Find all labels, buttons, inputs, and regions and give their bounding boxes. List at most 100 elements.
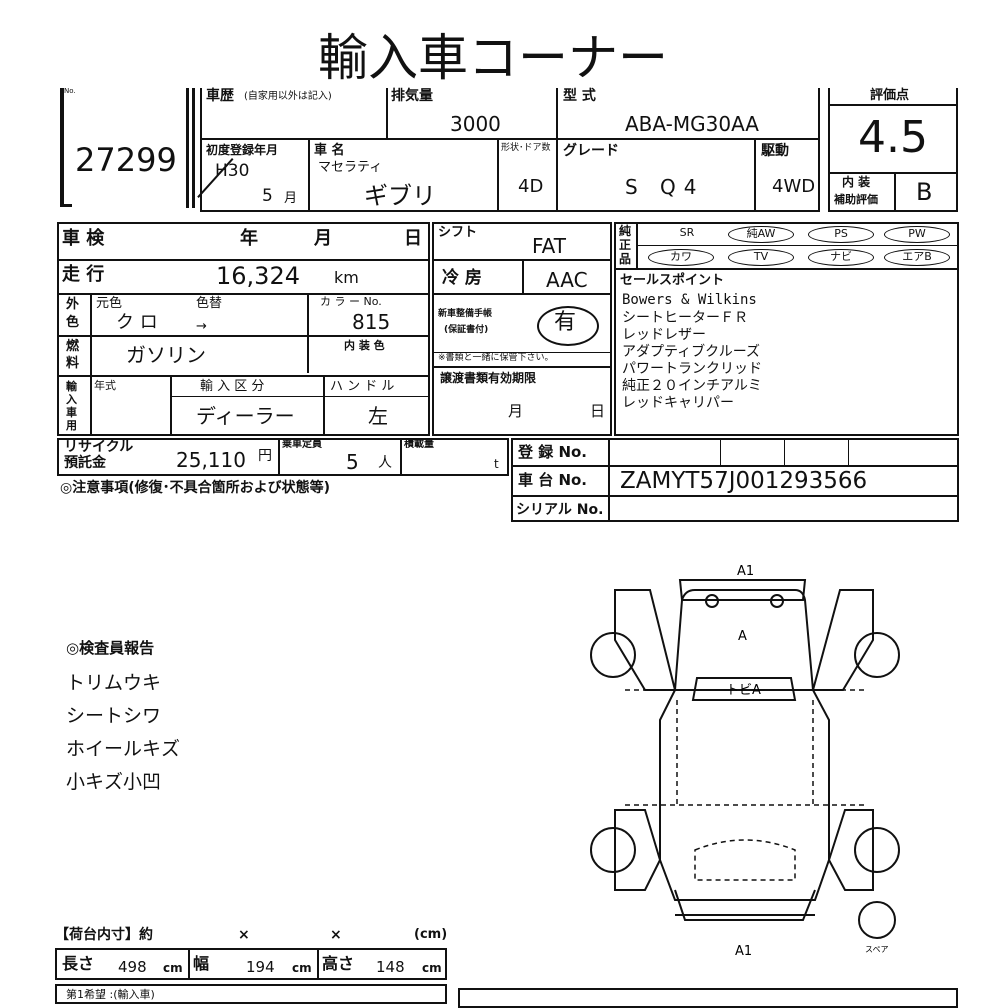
sales-point: アダプティブクルーズ bbox=[622, 344, 761, 360]
recycle-label: リサイクル bbox=[64, 439, 134, 455]
page-title: 輸入車コーナー bbox=[318, 29, 668, 87]
mileage-value: 16,324 bbox=[216, 262, 300, 290]
grid-line bbox=[614, 268, 959, 270]
lot-no-label: No. bbox=[64, 87, 76, 95]
import-year-label: 年式 bbox=[94, 379, 116, 392]
sales-point: 純正２０インチアルミ bbox=[622, 378, 762, 394]
cargo-width-label: 幅 bbox=[193, 954, 210, 973]
grid-line bbox=[188, 948, 190, 980]
inspection-day: 日 bbox=[404, 228, 422, 249]
bottom-right-box bbox=[458, 988, 958, 1008]
ext-color-label: 外 bbox=[66, 297, 80, 312]
service-book-label: 新車整備手帳 bbox=[438, 309, 493, 319]
first-reg-month-unit: 月 bbox=[284, 191, 298, 206]
grid-line bbox=[848, 438, 849, 466]
service-book-value: 有 bbox=[554, 310, 577, 335]
grid-line bbox=[828, 104, 958, 106]
equip-leather: カワ bbox=[648, 249, 714, 266]
diagram-label-rear: A1 bbox=[735, 944, 752, 959]
grid-line bbox=[828, 172, 958, 174]
color-code-label: カ ラ ー No. bbox=[320, 295, 382, 308]
cargo-label: 【荷台内寸】約 bbox=[55, 927, 153, 943]
equip-power-window: PW bbox=[884, 226, 950, 243]
cargo-width-value: 194 bbox=[246, 958, 275, 976]
equip-power-steering: PS bbox=[808, 226, 874, 243]
cargo-width-unit: cm bbox=[292, 961, 312, 975]
grid-line bbox=[432, 352, 612, 353]
equip-tv: TV bbox=[728, 249, 794, 266]
grid-line bbox=[894, 172, 896, 212]
capacity-label: 乗車定員 bbox=[282, 439, 322, 450]
recycle-box bbox=[57, 438, 509, 476]
recycle-value: 25,110 bbox=[176, 448, 246, 472]
aircon-label: 冷 房 bbox=[442, 268, 482, 288]
serial-no-label: シリアル No. bbox=[516, 502, 604, 518]
history-note: (自家用以外は記入) bbox=[244, 91, 332, 102]
grid-line bbox=[386, 88, 388, 140]
aircon-value: AAC bbox=[546, 268, 588, 292]
grade-label: グレード bbox=[563, 143, 619, 159]
drive-value: 4WD bbox=[772, 176, 816, 197]
mileage-label: 走 行 bbox=[62, 264, 105, 285]
load-label: 積載量 bbox=[404, 439, 434, 450]
inspection-month: 月 bbox=[314, 228, 332, 249]
cargo-times-2: × bbox=[330, 927, 342, 943]
grade-value: S Q4 bbox=[625, 175, 705, 199]
grid-line bbox=[323, 377, 325, 435]
divider bbox=[186, 88, 189, 208]
interior-color-label: 内 装 色 bbox=[344, 339, 385, 352]
grid-line bbox=[511, 465, 959, 467]
drive-label: 駆動 bbox=[761, 143, 789, 159]
inspector-label: ◎検査員報告 bbox=[66, 639, 155, 657]
grid-line bbox=[828, 210, 958, 212]
inspector-item: ホイールキズ bbox=[66, 738, 181, 760]
color-code-value: 815 bbox=[352, 310, 391, 334]
first-reg-label: 初度登録年月 bbox=[206, 143, 279, 157]
equip-alloy-wheel: 純AW bbox=[728, 226, 794, 243]
model-type-value: ABA-MG30AA bbox=[625, 112, 759, 136]
car-maker: マセラティ bbox=[318, 160, 383, 175]
cargo-length-label: 長さ bbox=[62, 954, 95, 973]
grid-line bbox=[57, 335, 430, 337]
displacement-label: 排気量 bbox=[391, 88, 433, 104]
transfer-docs-day: 日 bbox=[590, 402, 606, 420]
cargo-height-unit: cm bbox=[422, 961, 442, 975]
grid-line bbox=[754, 138, 756, 212]
genuine-label: 純正品 bbox=[619, 224, 632, 266]
inspector-item: シートシワ bbox=[66, 705, 162, 727]
cargo-unit: (cm) bbox=[414, 927, 448, 942]
registration-no-label: 登 録 No. bbox=[518, 443, 588, 461]
middle-box bbox=[432, 222, 612, 436]
cargo-box bbox=[55, 948, 447, 980]
grid-line bbox=[57, 259, 430, 261]
first-reg-month: 5 bbox=[262, 186, 273, 206]
registration-box bbox=[511, 438, 959, 522]
import-type-value: ディーラー bbox=[196, 404, 295, 428]
import-type-label: 輸 入 区 分 bbox=[200, 379, 265, 394]
sales-points-label: セールスポイント bbox=[620, 273, 725, 288]
lot-number: 27299 bbox=[75, 141, 177, 179]
grid-line bbox=[522, 261, 524, 294]
cargo-length-unit: cm bbox=[163, 961, 183, 975]
interior-score: B bbox=[916, 178, 933, 206]
equip-sr: SR bbox=[679, 226, 695, 239]
grid-line bbox=[308, 138, 310, 212]
body-doors-label: 形状･ドア数 bbox=[501, 143, 551, 153]
displacement-value: 3000 bbox=[450, 112, 501, 136]
car-damage-diagram: A1 A1 A トビA スペア bbox=[590, 564, 900, 959]
capacity-value: 5 bbox=[346, 450, 359, 474]
grid-line bbox=[200, 138, 820, 140]
recycle-unit: 円 bbox=[258, 448, 272, 464]
diagram-label-roof: トビA bbox=[726, 683, 761, 698]
grid-line bbox=[57, 375, 430, 377]
grid-line bbox=[90, 377, 92, 435]
equipment-box bbox=[614, 222, 959, 436]
diagram-label-front: A1 bbox=[737, 564, 754, 579]
equip-navi: ナビ bbox=[808, 249, 874, 266]
score-label: 評価点 bbox=[870, 88, 910, 103]
grid-line bbox=[828, 88, 830, 212]
handle-value: 左 bbox=[368, 404, 388, 428]
car-model: ギブリ bbox=[364, 182, 436, 210]
sales-point: レッドレザー bbox=[622, 327, 706, 343]
shift-label: シフト bbox=[438, 225, 478, 240]
